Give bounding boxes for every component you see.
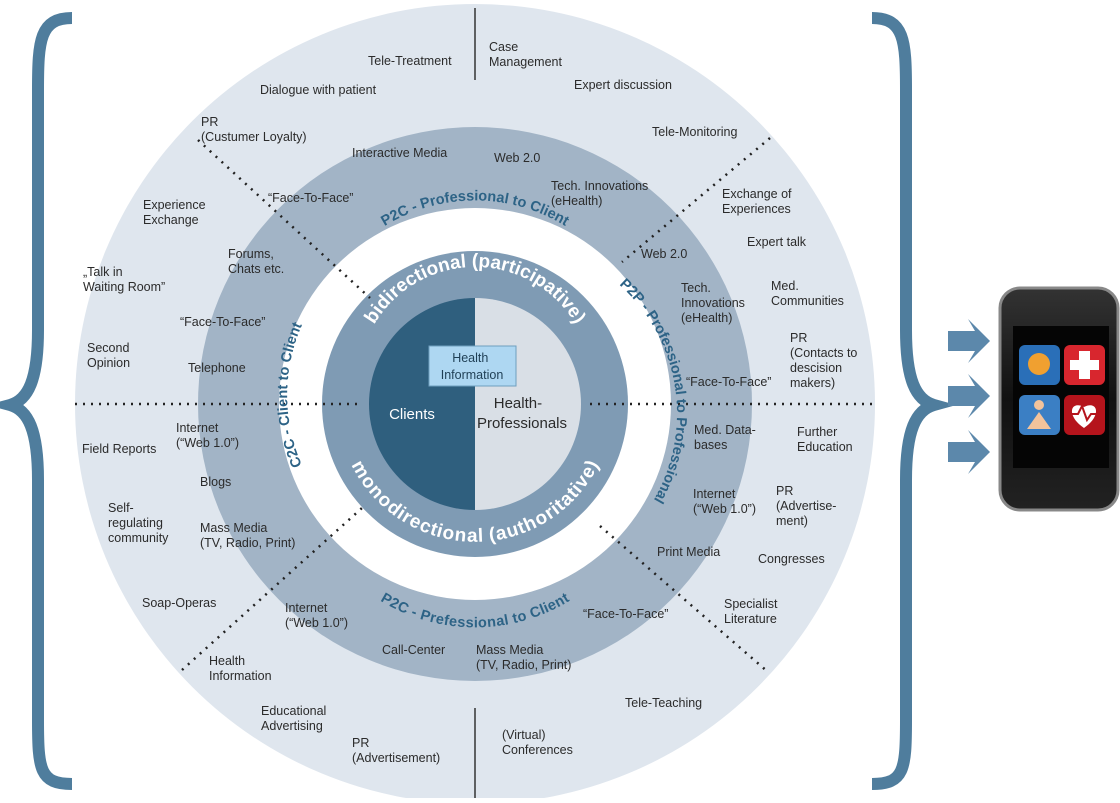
health-information-label: Health Information bbox=[441, 351, 504, 382]
outer-ring-label: Tele-Treatment bbox=[368, 54, 452, 68]
middle-ring-label: Med. Data-bases bbox=[694, 423, 756, 452]
middle-ring-label: Telephone bbox=[188, 361, 246, 375]
middle-ring-label: Mass Media(TV, Radio, Print) bbox=[476, 643, 571, 672]
middle-ring-label: “Face-To-Face” bbox=[686, 375, 771, 389]
middle-ring-label: Mass Media(TV, Radio, Print) bbox=[200, 521, 295, 550]
middle-ring-label: Blogs bbox=[200, 475, 231, 489]
middle-ring-label: “Face-To-Face” bbox=[583, 607, 668, 621]
middle-ring-label: Tech.Innovations(eHealth) bbox=[681, 281, 745, 325]
outer-ring-label: PR(Advertise-ment) bbox=[776, 484, 836, 528]
dotted-dividers bbox=[75, 137, 872, 673]
outer-ring-label: Field Reports bbox=[82, 442, 156, 456]
right-brace bbox=[871, 12, 957, 790]
arrows bbox=[948, 319, 990, 474]
arrow-icon bbox=[948, 319, 990, 363]
left-brace bbox=[0, 12, 73, 790]
outer-ring-label: Soap-Operas bbox=[142, 596, 216, 610]
outer-ring-label: PR(Custumer Loyalty) bbox=[201, 115, 307, 144]
outer-ring-label: (Virtual)Conferences bbox=[502, 728, 573, 757]
health-information-box bbox=[428, 345, 517, 387]
outer-ring-label: Tele-Teaching bbox=[625, 696, 702, 710]
outer-ring-label: Med.Communities bbox=[771, 279, 844, 308]
outer-ring-label: Dialogue with patient bbox=[260, 83, 377, 97]
middle-ring-label: “Face-To-Face” bbox=[180, 315, 265, 329]
middle-ring-label: Forums,Chats etc. bbox=[228, 247, 284, 276]
outer-ring-label: Tele-Monitoring bbox=[652, 125, 738, 139]
middle-ring-label: Print Media bbox=[657, 545, 720, 559]
middle-ring-label: Interactive Media bbox=[352, 146, 447, 160]
middle-ring-label: Internet(“Web 1.0”) bbox=[693, 487, 756, 516]
middle-ring-label: Call-Center bbox=[382, 643, 445, 657]
arrow-icon bbox=[948, 430, 990, 474]
middle-ring-label: “Face-To-Face” bbox=[268, 191, 353, 205]
smartphone bbox=[998, 286, 1120, 512]
arrow-icon bbox=[948, 374, 990, 418]
middle-ring-label: Web 2.0 bbox=[641, 247, 687, 261]
health-professionals-label: Health- Professionals bbox=[477, 395, 567, 432]
middle-ring-label: Tech. Innovations(eHealth) bbox=[551, 179, 648, 208]
outer-ring-label: Congresses bbox=[758, 552, 825, 566]
outer-ring-label: Expert talk bbox=[747, 235, 807, 249]
middle-ring-label: Internet(“Web 1.0”) bbox=[285, 601, 348, 630]
clients-label: Clients bbox=[389, 406, 435, 423]
outer-ring-label: PR(Advertisement) bbox=[352, 736, 440, 765]
middle-ring-label: Web 2.0 bbox=[494, 151, 540, 165]
middle-ring-label: Internet(“Web 1.0”) bbox=[176, 421, 239, 450]
outer-ring-label: Expert discussion bbox=[574, 78, 672, 92]
